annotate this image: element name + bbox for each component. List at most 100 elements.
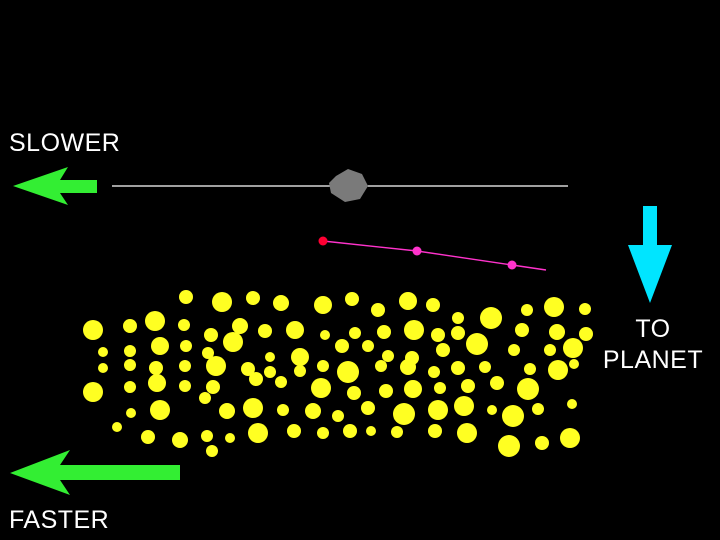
- ring-particle: [461, 379, 475, 393]
- ring-particle: [258, 324, 272, 338]
- ring-particle: [345, 292, 359, 306]
- ring-particle: [454, 396, 474, 416]
- ring-particle: [311, 378, 331, 398]
- ring-particle: [508, 344, 520, 356]
- ring-particle: [275, 376, 287, 388]
- ring-particle: [148, 374, 166, 392]
- ring-particle: [515, 323, 529, 337]
- ring-particle: [204, 328, 218, 342]
- ring-particle: [349, 327, 361, 339]
- ring-particle: [264, 366, 276, 378]
- ring-particle: [294, 365, 306, 377]
- ring-particle: [393, 403, 415, 425]
- ring-particle: [579, 327, 593, 341]
- ring-particle: [549, 324, 565, 340]
- ring-particle: [579, 303, 591, 315]
- ring-particle: [206, 445, 218, 457]
- ring-particle: [126, 408, 136, 418]
- ring-particle: [201, 430, 213, 442]
- ring-particle: [371, 303, 385, 317]
- ring-particle: [361, 401, 375, 415]
- ring-particle: [563, 338, 583, 358]
- ring-particle: [124, 359, 136, 371]
- ring-particle: [179, 290, 193, 304]
- ring-particle: [172, 432, 188, 448]
- ring-particle: [178, 319, 190, 331]
- ring-particle: [569, 359, 579, 369]
- ring-particle: [225, 433, 235, 443]
- ring-particle: [98, 363, 108, 373]
- ring-particle: [498, 435, 520, 457]
- ring-particle: [124, 381, 136, 393]
- ring-particle: [567, 399, 577, 409]
- ring-particle: [287, 424, 301, 438]
- ring-particle: [451, 361, 465, 375]
- to-planet-arrow-icon: [628, 206, 672, 303]
- ring-particle: [457, 423, 477, 443]
- ring-particle: [98, 347, 108, 357]
- to-planet-label: TO PLANET: [598, 314, 708, 376]
- ring-particle: [517, 378, 539, 400]
- ring-particle: [249, 372, 263, 386]
- ring-particle: [179, 380, 191, 392]
- ring-particle: [347, 386, 361, 400]
- ring-particle: [337, 361, 359, 383]
- ring-particle: [377, 325, 391, 339]
- ring-particle: [379, 384, 393, 398]
- ring-particle: [426, 298, 440, 312]
- ring-particle: [404, 380, 422, 398]
- to-planet-label-line2: PLANET: [598, 345, 708, 376]
- particle-path-point: [413, 247, 422, 256]
- ring-particle: [366, 426, 376, 436]
- ring-particle: [560, 428, 580, 448]
- ring-particle: [141, 430, 155, 444]
- ring-particle: [332, 410, 344, 422]
- ring-particle: [502, 405, 524, 427]
- ring-particle: [212, 292, 232, 312]
- ring-particle: [179, 360, 191, 372]
- faster-label: FASTER: [9, 505, 109, 536]
- ring-particle: [124, 345, 136, 357]
- ring-particle: [479, 361, 491, 373]
- ring-particle: [314, 296, 332, 314]
- ring-particle: [428, 424, 442, 438]
- ring-particle: [487, 405, 497, 415]
- slower-arrow-icon: [13, 167, 97, 205]
- ring-particle: [391, 426, 403, 438]
- ring-particle: [544, 297, 564, 317]
- ring-particle: [362, 340, 374, 352]
- ring-particle: [335, 339, 349, 353]
- ring-particle: [382, 350, 394, 362]
- faster-arrow-icon: [10, 450, 180, 495]
- ring-particle: [149, 361, 163, 375]
- ring-particle: [548, 360, 568, 380]
- moonlet-icon: [329, 169, 368, 202]
- ring-particle: [232, 318, 248, 334]
- ring-particle: [466, 333, 488, 355]
- ring-particle: [431, 328, 445, 342]
- ring-particle: [436, 343, 450, 357]
- ring-particle: [83, 382, 103, 402]
- ring-particle: [223, 332, 243, 352]
- ring-particle: [180, 340, 192, 352]
- ring-particle: [375, 360, 387, 372]
- ring-particle: [150, 400, 170, 420]
- particle-path-point: [508, 261, 517, 270]
- ring-particle: [243, 398, 263, 418]
- ring-particle: [206, 356, 226, 376]
- to-planet-label-line1: TO: [598, 314, 708, 345]
- ring-particle: [400, 359, 416, 375]
- ring-particles-group: [83, 290, 593, 457]
- ring-particle: [428, 366, 440, 378]
- ring-particle: [286, 321, 304, 339]
- ring-particle: [399, 292, 417, 310]
- ring-particle: [428, 400, 448, 420]
- ring-particle: [320, 330, 330, 340]
- ring-particle: [317, 427, 329, 439]
- ring-particle: [305, 403, 321, 419]
- ring-particle: [246, 291, 260, 305]
- ring-particle: [151, 337, 169, 355]
- ring-particle: [404, 320, 424, 340]
